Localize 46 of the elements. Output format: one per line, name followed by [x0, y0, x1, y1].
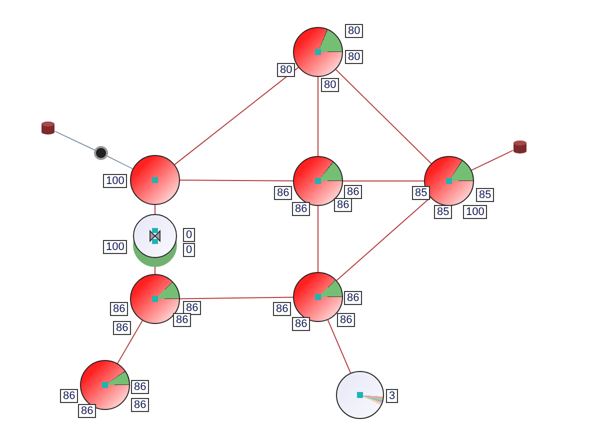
pipe-line [180, 296, 294, 300]
reservoir-icon [513, 140, 527, 154]
pipe-line [335, 69, 432, 164]
value-label: 0 [183, 228, 196, 242]
value-label: 86 [60, 389, 78, 403]
pie-chart [130, 155, 180, 205]
value-label: 80 [345, 50, 364, 64]
value-label: 86 [273, 302, 292, 316]
value-label: 100 [103, 240, 128, 254]
pie-chart [293, 27, 343, 77]
value-label: 80 [345, 24, 364, 38]
value-label: 86 [334, 198, 352, 212]
value-label: 86 [131, 398, 150, 412]
value-label: 80 [277, 63, 296, 77]
value-label: 80 [321, 78, 340, 92]
pipe-line [327, 319, 352, 374]
value-label: 0 [183, 243, 196, 257]
pie-chart [336, 371, 384, 419]
reservoir-icon [41, 121, 55, 135]
value-label: 86 [183, 301, 202, 315]
value-label: 86 [344, 291, 362, 305]
value-label: 86 [131, 380, 150, 394]
value-label: 100 [463, 205, 488, 219]
pipe-line [106, 156, 134, 170]
value-label: 86 [78, 404, 96, 418]
pipe-line [471, 150, 514, 171]
value-label: 100 [103, 174, 128, 188]
value-label: 85 [476, 188, 494, 202]
value-label: 86 [292, 317, 310, 331]
value-label: 86 [292, 202, 310, 216]
value-label: 85 [412, 186, 430, 200]
value-label: 86 [110, 302, 128, 316]
pipe-line [154, 204, 156, 214]
value-label: 85 [434, 205, 452, 219]
value-label: 86 [173, 313, 192, 327]
value-label: 86 [274, 186, 292, 200]
pipe-line [117, 320, 143, 364]
value-label: 3 [386, 389, 398, 403]
pipe-line [174, 66, 299, 166]
value-label: 86 [337, 313, 356, 327]
pipe-line [54, 130, 96, 151]
pipe-line [180, 180, 294, 182]
value-label: 86 [113, 321, 132, 335]
value-label: 86 [344, 185, 362, 199]
pump-icon [94, 146, 108, 160]
pipe-line [342, 180, 424, 182]
